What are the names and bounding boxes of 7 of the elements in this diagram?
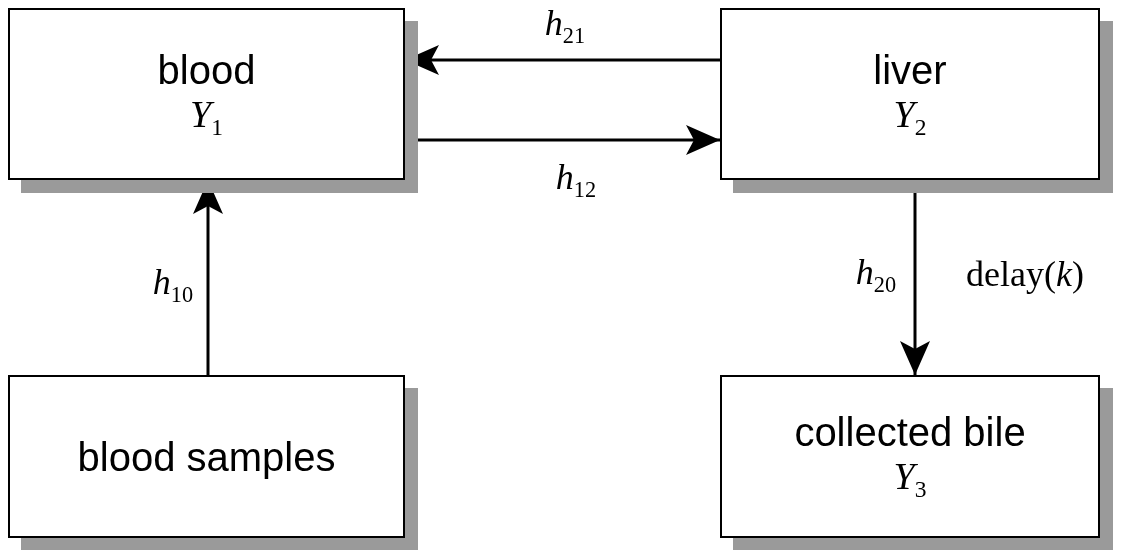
compartment-name: liver [873, 46, 947, 93]
compartment-name: blood samples [77, 433, 336, 480]
variable-symbol: Y$_{1}$ [190, 92, 223, 142]
variable-symbol: Y$_{2}$ [893, 92, 927, 142]
compartment-name: blood [157, 46, 256, 93]
compartment-name: collected bile [794, 409, 1026, 456]
variable-symbol: Y$_{3}$ [893, 455, 927, 504]
